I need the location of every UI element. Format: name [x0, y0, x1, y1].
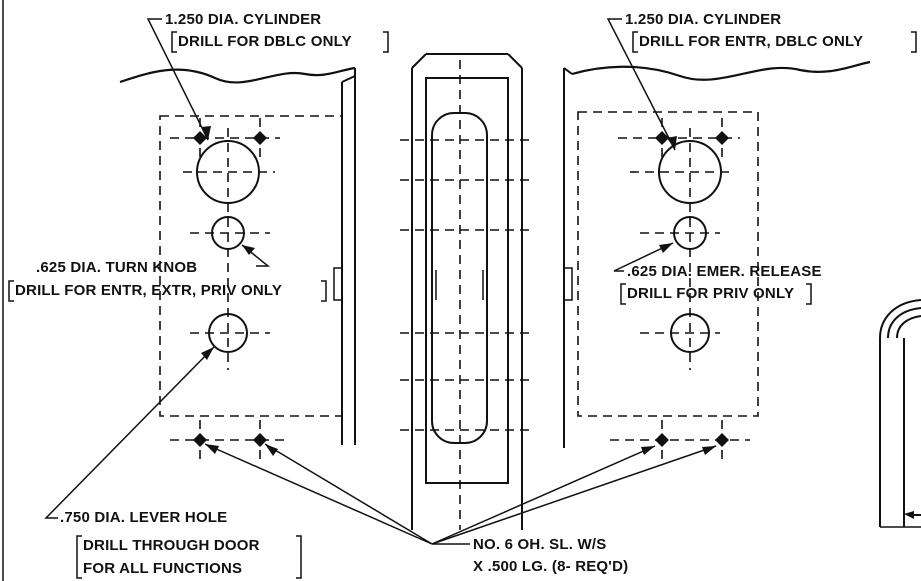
bracket: [806, 283, 812, 305]
screw-marker: [193, 131, 207, 145]
callout-text: DRILL FOR ENTR, EXTR, PRIV ONLY: [15, 282, 282, 299]
left-template-outline: [159, 115, 343, 417]
callout-text: 1.250 DIA. CYLINDER: [165, 11, 321, 28]
callout-text: X .500 LG. (8- REQ'D): [473, 558, 628, 575]
right-lever-hole: [670, 313, 710, 353]
callout-text: DRILL THROUGH DOOR: [83, 537, 260, 554]
bracket: [76, 535, 82, 579]
faceplate-outline: [425, 77, 509, 484]
left-break-line: [119, 66, 356, 84]
callout-text: DRILL FOR DBLC ONLY: [178, 33, 352, 50]
screw-marker: [655, 131, 669, 145]
callout-screws: NO. 6 OH. SL. W/S X .500 LG. (8- REQ'D): [473, 536, 628, 575]
bracket: [171, 31, 177, 53]
callout-cylinder-left: 1.250 DIA. CYLINDER DRILL FOR DBLC ONLY: [165, 11, 389, 53]
screw-marker: [253, 433, 267, 447]
right-emer-release-hole: [673, 216, 707, 250]
callout-text: .750 DIA. LEVER HOLE: [60, 509, 227, 526]
callout-text: .625 DIA. TURN KNOB: [36, 259, 197, 276]
bracket: [383, 31, 389, 53]
callout-text: DRILL FOR PRIV ONLY: [627, 285, 794, 302]
left-lever-hole: [208, 313, 248, 353]
bracket: [620, 283, 626, 305]
screw-marker: [193, 433, 207, 447]
right-break-line: [571, 60, 871, 81]
screw-marker: [253, 131, 267, 145]
screw-marker: [715, 131, 729, 145]
callout-text: 1.250 DIA. CYLINDER: [625, 11, 781, 28]
bracket: [296, 535, 302, 579]
right-door-view: [563, 60, 871, 462]
bracket: [632, 31, 638, 53]
door-edge-view: [400, 53, 532, 530]
left-strike-notch: [333, 267, 342, 301]
right-template-outline: [577, 111, 759, 417]
bracket: [911, 31, 917, 53]
screw-marker: [655, 433, 669, 447]
left-turn-knob-hole: [211, 216, 245, 250]
callout-text: NO. 6 OH. SL. W/S: [473, 536, 606, 553]
callout-lever-hole: .750 DIA. LEVER HOLE DRILL THROUGH DOOR …: [60, 509, 302, 579]
leader-lines: [44, 18, 717, 545]
left-cylinder-hole: [196, 140, 260, 204]
callout-cylinder-right: 1.250 DIA. CYLINDER DRILL FOR ENTR, DBLC…: [625, 11, 917, 53]
bracket: [321, 280, 327, 302]
callout-emer-release: .625 DIA. EMER. RELEASE DRILL FOR PRIV O…: [620, 263, 822, 305]
partial-detail-view: [879, 299, 921, 528]
right-cylinder-hole: [658, 140, 722, 204]
right-strike-notch: [564, 267, 573, 301]
callout-text: DRILL FOR ENTR, DBLC ONLY: [639, 33, 863, 50]
bracket: [8, 280, 14, 302]
screw-marker: [715, 433, 729, 447]
callout-turn-knob: .625 DIA. TURN KNOB DRILL FOR ENTR, EXTR…: [8, 259, 327, 302]
callout-text: FOR ALL FUNCTIONS: [83, 560, 242, 577]
callout-text: .625 DIA. EMER. RELEASE: [627, 263, 822, 280]
